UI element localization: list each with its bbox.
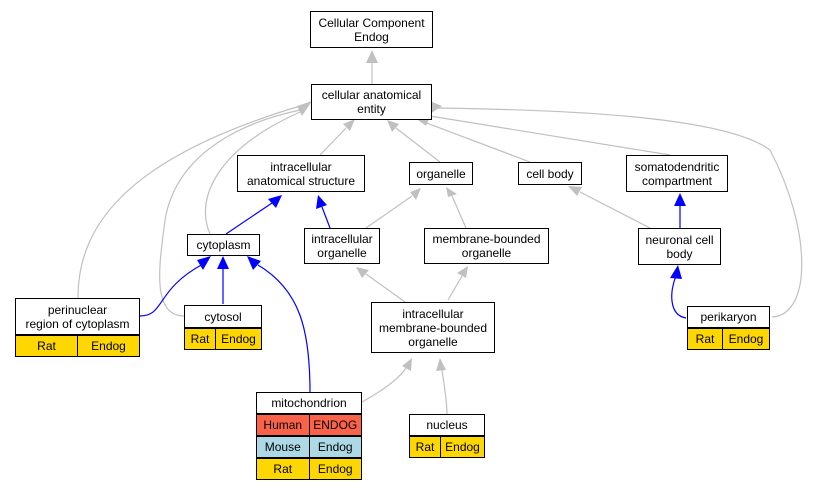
node-label: perikaryon [700, 310, 757, 324]
edge-nucleus-to-imbo [441, 369, 448, 415]
edge-cytosol-to-cae [159, 109, 301, 317]
arrowhead [343, 119, 355, 131]
annotation-row-human: Human ENDOG [256, 414, 362, 436]
edge-cytoplasm-to-ias [225, 202, 273, 235]
node-label: intracellular organelle [311, 232, 373, 260]
edge-perikaryon-to-cae [433, 107, 803, 318]
gene-label: Endog [722, 329, 769, 349]
arrowhead [670, 265, 682, 279]
arrowhead [446, 187, 457, 197]
node-intracellular-anatomical-structure[interactable]: intracellular anatomical structure [237, 155, 365, 192]
arrowhead [356, 267, 369, 278]
node-label: perinuclear region of cytoplasm [25, 302, 130, 331]
node-cytosol[interactable]: cytosol [184, 305, 262, 328]
arrowhead [247, 256, 261, 270]
edge-io-to-organelle [365, 195, 413, 229]
node-perinuclear-region-of-cytoplasm[interactable]: perinuclear region of cytoplasm [15, 298, 140, 335]
edge-perinuc-to-cae [77, 105, 301, 299]
edge-ias-to-cae [319, 127, 347, 156]
node-label: organelle [416, 166, 466, 181]
edge-mito-to-cytoplasm [257, 264, 311, 393]
species-label: Rat [695, 332, 715, 346]
gene-label: Endog [308, 437, 362, 457]
node-mitochondrion[interactable]: mitochondrion [256, 392, 362, 414]
arrowhead [410, 188, 421, 200]
node-label: cell body [526, 166, 574, 181]
species-label: Rat [273, 462, 293, 476]
annotation-row-mouse: Mouse Endog [256, 436, 362, 458]
edge-io-to-ias [321, 206, 331, 229]
annotation-row-rat: Rat Endog [15, 335, 140, 357]
node-label: intracellular membrane-bounded organelle [378, 306, 488, 349]
annotation-row-rat: Rat Endog [409, 436, 485, 458]
gene-label: Endog [77, 336, 139, 356]
arrowhead [217, 256, 229, 269]
species-label: Rat [37, 339, 56, 353]
edge-mbo-to-organelle [451, 195, 467, 229]
annotation-row-rat: Rat Endog [184, 328, 262, 350]
annotation-row-rat: Rat Endog [687, 328, 770, 350]
node-intracellular-organelle[interactable]: intracellular organelle [304, 228, 380, 264]
node-cellular-component-endog[interactable]: Cellular Component Endog [310, 11, 433, 48]
species-label: Rat [190, 332, 210, 346]
node-organelle[interactable]: organelle [409, 162, 473, 185]
arrowhead [387, 120, 399, 132]
node-label: Cellular Component Endog [318, 15, 425, 44]
arrowhead [402, 358, 412, 371]
edge-perinuc-to-cytoplasm [139, 263, 204, 317]
edge-somato-to-cae [429, 115, 671, 156]
species-label: Human [263, 418, 303, 432]
node-label: cytosol [204, 309, 242, 324]
node-label: somatodendritic compartment [634, 159, 720, 188]
edge-organelle-to-cae [395, 127, 441, 163]
node-label: nucleus [426, 418, 468, 432]
arrowhead [297, 101, 312, 116]
gene-label: Endog [215, 329, 261, 349]
edge-mito-to-imbo [361, 367, 407, 403]
arrowhead [457, 266, 468, 278]
arrowhead [316, 195, 327, 209]
arrowhead [430, 101, 442, 114]
gene-label: ENDOG [308, 415, 362, 435]
node-cellular-anatomical-entity[interactable]: cellular anatomical entity [311, 84, 432, 120]
annotation-row-rat: Rat Endog [256, 458, 362, 480]
arrowhead [197, 256, 211, 270]
arrowhead [366, 50, 378, 63]
arrowhead [268, 195, 282, 208]
edge-ncb-to-cellbody [579, 191, 651, 229]
node-label: neuronal cell body [645, 232, 714, 261]
edge-imbo-to-io [365, 273, 406, 303]
node-cytoplasm[interactable]: cytoplasm [187, 234, 260, 256]
node-label: cellular anatomical entity [321, 88, 422, 116]
edge-perikaryon-to-ncb [671, 275, 687, 319]
node-intracellular-membrane-bounded-organelle[interactable]: intracellular membrane-bounded organelle [371, 302, 495, 353]
node-label: cytoplasm [196, 238, 251, 252]
node-perikaryon[interactable]: perikaryon [687, 306, 770, 328]
node-label: intracellular anatomical structure [246, 159, 356, 188]
arrowhead [568, 186, 582, 196]
arrowhead [674, 193, 686, 206]
node-somatodendritic-compartment[interactable]: somatodendritic compartment [626, 155, 728, 192]
node-label: mitochondrion [271, 396, 347, 410]
edge-cellbody-to-cae [423, 121, 531, 163]
node-neuronal-cell-body[interactable]: neuronal cell body [638, 228, 721, 265]
arrowhead [436, 358, 446, 371]
node-membrane-bounded-organelle[interactable]: membrane-bounded organelle [424, 228, 549, 264]
gene-label: Endog [440, 437, 484, 457]
node-cell-body[interactable]: cell body [518, 162, 582, 185]
gene-label: Endog [308, 459, 362, 479]
edge-cytoplasm-to-cae [204, 111, 301, 235]
species-label: Rat [415, 440, 435, 454]
species-label: Mouse [264, 440, 301, 454]
node-label: membrane-bounded organelle [432, 232, 541, 260]
node-nucleus[interactable]: nucleus [409, 414, 485, 436]
edge-imbo-to-mbo [447, 275, 463, 301]
